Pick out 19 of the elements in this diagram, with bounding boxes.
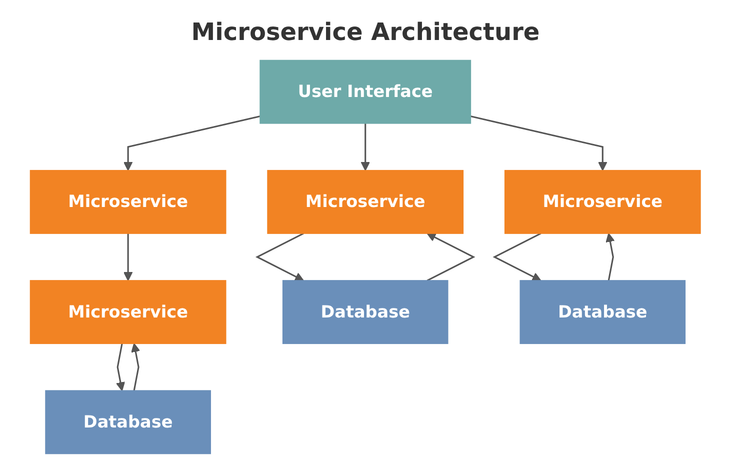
node-box: Microservice xyxy=(504,170,701,234)
arrow xyxy=(116,343,126,392)
arrow xyxy=(131,343,140,391)
node-box: Database xyxy=(282,280,448,344)
node-box: Database xyxy=(520,280,686,344)
node-box: Microservice xyxy=(267,170,464,234)
node-box: User Interface xyxy=(260,60,472,124)
node-box: Database xyxy=(45,390,212,454)
arrow xyxy=(360,123,370,171)
arrow xyxy=(256,232,304,281)
node-box: Microservice xyxy=(30,280,226,344)
arrow xyxy=(492,232,542,281)
arrow xyxy=(426,232,476,282)
arrow xyxy=(124,115,260,171)
arrow xyxy=(470,115,608,171)
node-box: Microservice xyxy=(30,170,226,234)
arrow xyxy=(124,233,133,281)
diagram-title: Microservice Architecture xyxy=(190,18,541,46)
arrow xyxy=(606,232,615,281)
